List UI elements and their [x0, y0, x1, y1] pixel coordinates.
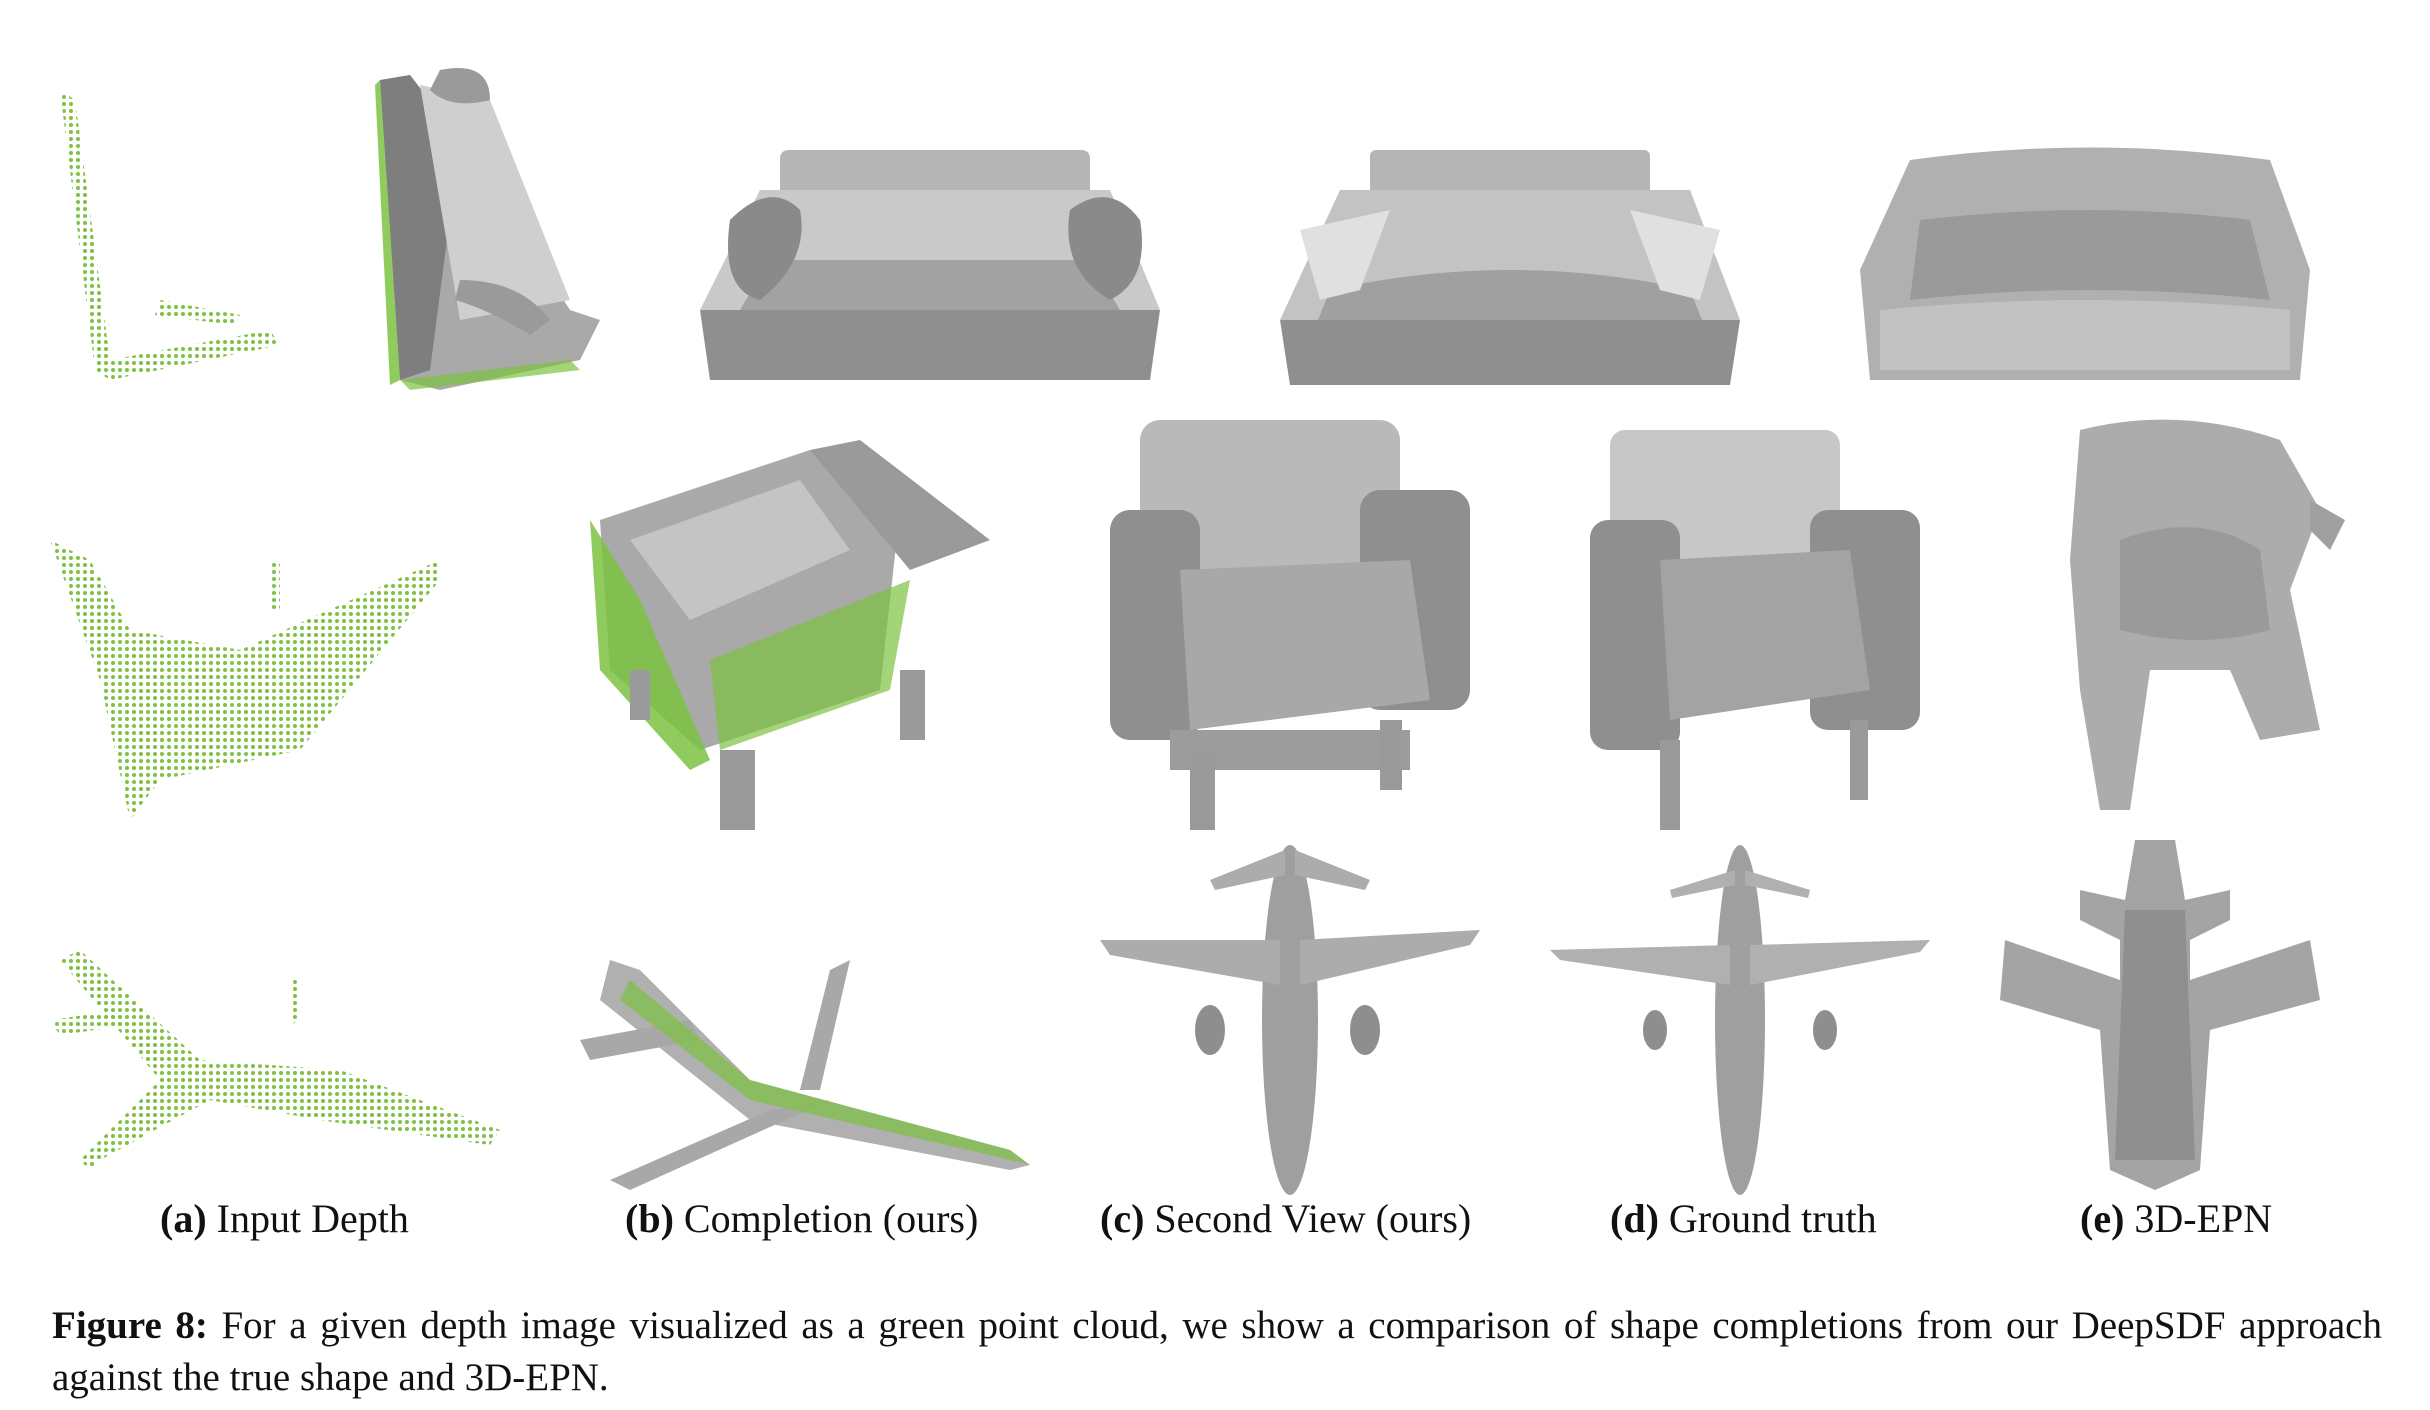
label-input-depth: (a) Input Depth — [160, 1196, 409, 1241]
label-3depn: (e) 3D-EPN — [2080, 1196, 2273, 1241]
chair-second-view-mesh — [1110, 410, 1490, 830]
figure-caption: Figure 8: For a given depth image visual… — [52, 1300, 2382, 1404]
caption-label: Figure 8: — [52, 1304, 208, 1347]
caption-text: For a given depth image visualized as a … — [52, 1304, 2382, 1399]
sofa-second-view-mesh — [690, 140, 1170, 400]
label-completion: (b) Completion (ours) — [625, 1196, 979, 1241]
airplane-input-depth-pointcloud — [40, 930, 510, 1180]
airplane-ground-truth-mesh — [1540, 820, 1940, 1200]
sofa-3depn-mesh — [1850, 140, 2320, 400]
airplane-3depn-mesh — [1990, 830, 2320, 1200]
chair-completion-mesh — [580, 430, 1000, 830]
sofa-completion-mesh — [370, 60, 610, 400]
airplane-second-view-mesh — [1090, 820, 1490, 1200]
label-second-view: (c) Second View (ours) — [1100, 1196, 1472, 1241]
sofa-ground-truth-mesh — [1270, 140, 1750, 400]
sofa-input-depth-pointcloud — [40, 80, 300, 400]
chair-input-depth-pointcloud — [40, 520, 460, 840]
airplane-completion-mesh — [570, 940, 1040, 1190]
label-ground-truth: (d) Ground truth — [1610, 1196, 1877, 1241]
chair-3depn-mesh — [2060, 410, 2350, 830]
chair-ground-truth-mesh — [1580, 420, 1940, 830]
figure-grid — [40, 60, 2350, 1200]
